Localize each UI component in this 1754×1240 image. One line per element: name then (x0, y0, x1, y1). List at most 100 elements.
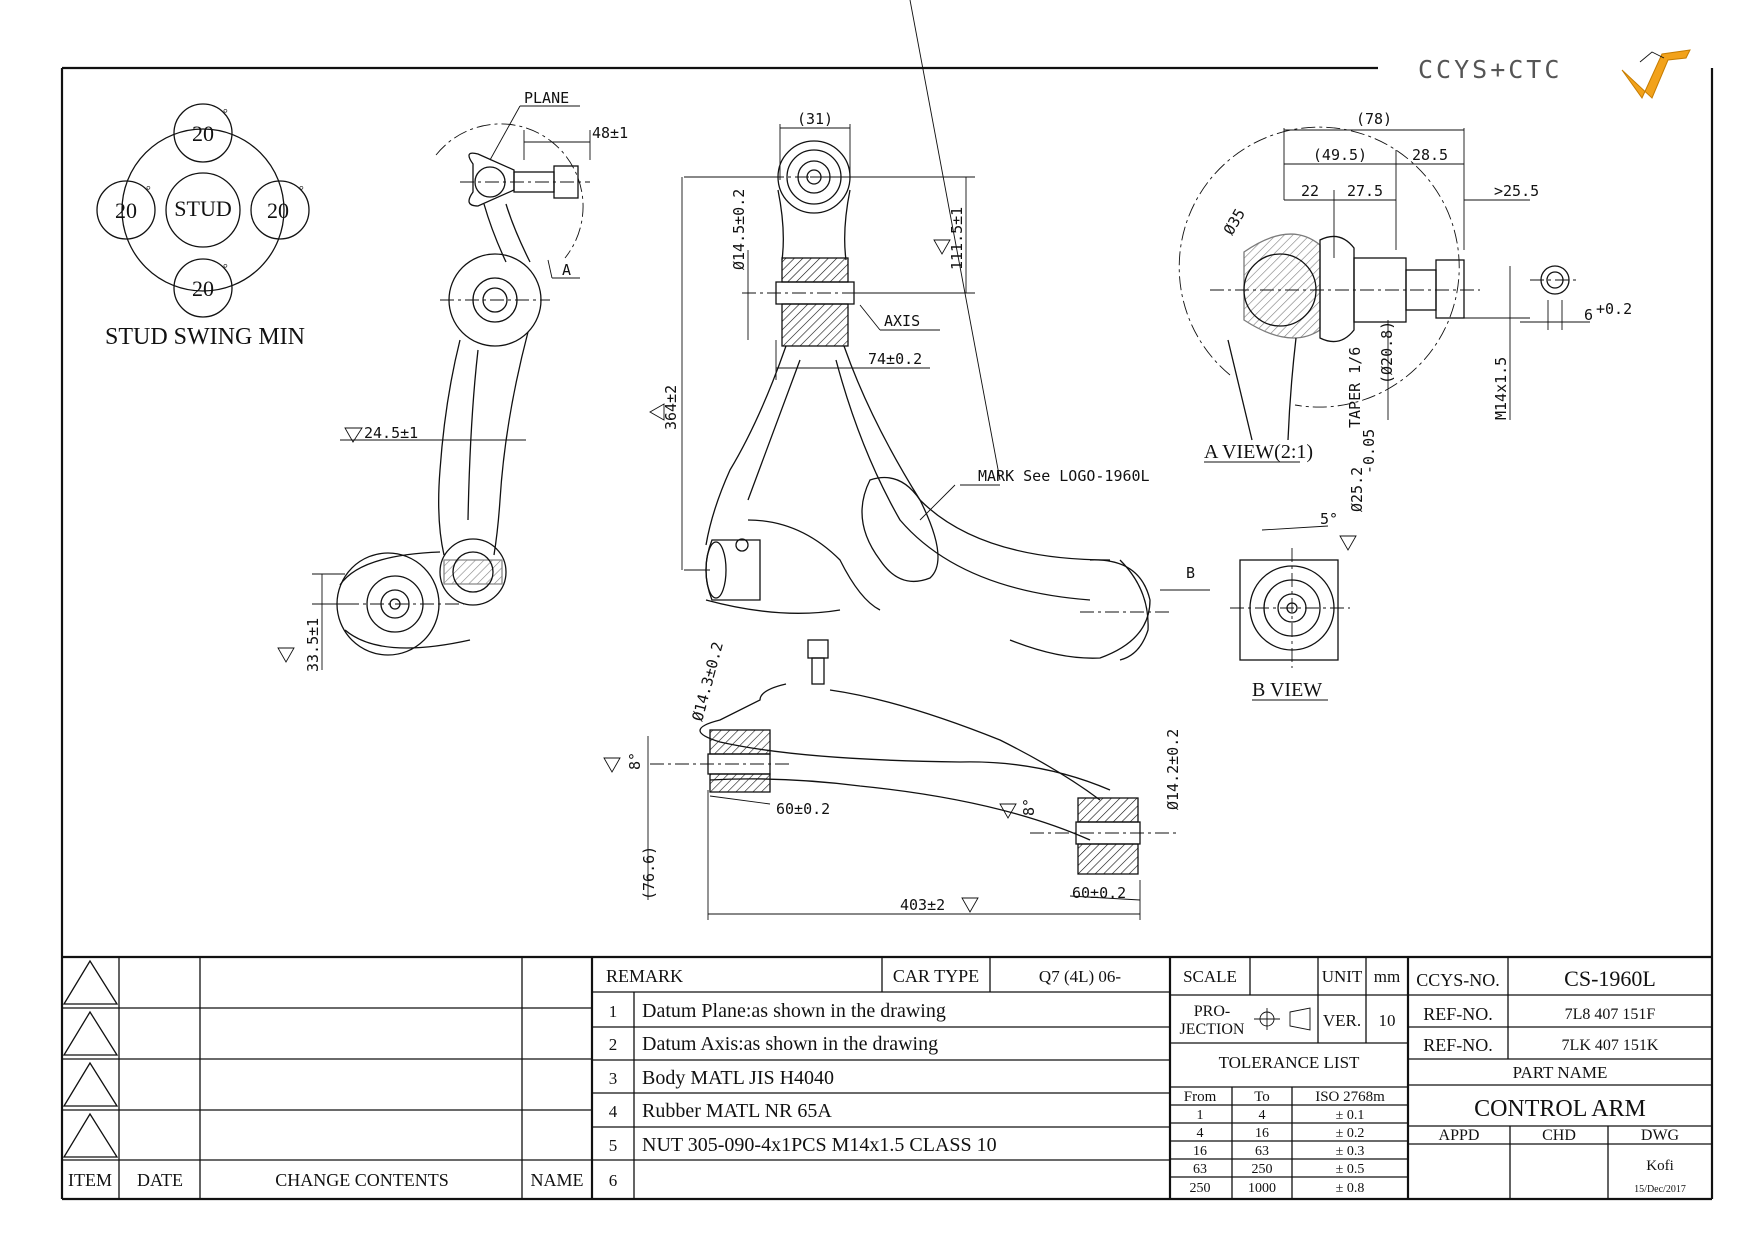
view-a-marker: A (562, 261, 571, 279)
tol-cell: ± 0.8 (1336, 1181, 1365, 1196)
tol-header-from: From (1184, 1089, 1217, 1105)
dim-403: 403±2 (900, 896, 945, 914)
dim-364: 364±2 (662, 385, 680, 430)
drawing-frame (60, 66, 1714, 1201)
dim-25-2: Ø25.2 (1348, 467, 1366, 512)
scale-label: SCALE (1183, 967, 1237, 986)
car-type-label: CAR TYPE (893, 966, 979, 986)
stud-swing-diagram: 20 20 20 20 ° ° ° ° STUD STUD SWING MIN (96, 103, 310, 350)
tolerance-block: SCALE UNIT mm PRO- JECTION VER. 10 TOLER… (1170, 957, 1410, 1199)
remark-text: NUT 305-090-4x1PCS M14x1.5 CLASS 10 (642, 1134, 997, 1156)
tol-header-to: To (1254, 1089, 1270, 1105)
svg-text:+0.2: +0.2 (1596, 300, 1632, 318)
ref-label-2: REF-NO. (1423, 1035, 1493, 1055)
angle-8-left: 8° (626, 752, 644, 770)
svg-text:°: ° (146, 183, 151, 197)
swing-angle-left: 20 (115, 198, 137, 223)
dim-22: 22 (1301, 182, 1319, 200)
dim-20-8: (Ø20.8) (1378, 321, 1396, 384)
axis-label: AXIS (884, 312, 920, 330)
front-view: (31) Ø14.5±0.2 111.5±1 AXIS 74±0.2 364±2… (649, 0, 1210, 661)
dim-25-5: >25.5 (1494, 182, 1539, 200)
dim-74: 74±0.2 (868, 350, 922, 368)
angle-8-right: 8° (1020, 798, 1038, 816)
dim-28-5: 28.5 (1412, 146, 1448, 164)
ccys-value: CS-1960L (1564, 966, 1656, 991)
rev-header-item: ITEM (68, 1170, 112, 1190)
dim-31: (31) (797, 110, 833, 128)
remark-block: REMARK CAR TYPE Q7 (4L) 06- 1 Datum Plan… (62, 955, 1712, 1199)
tol-cell: 16 (1255, 1126, 1269, 1141)
dim-14-2: Ø14.2±0.2 (1164, 729, 1182, 810)
dim-6: 6 (1584, 306, 1593, 324)
dim-60-left: 60±0.2 (776, 800, 830, 818)
tol-cell: 4 (1197, 1126, 1204, 1141)
dim-m14: M14x1.5 (1492, 357, 1510, 420)
svg-text:JECTION: JECTION (1180, 1021, 1245, 1038)
swing-angle-bottom: 20 (192, 276, 214, 301)
remark-no: 2 (609, 1035, 618, 1054)
appd-label: APPD (1439, 1127, 1480, 1144)
remark-text: Datum Axis:as shown in the drawing (642, 1033, 938, 1055)
tol-cell: ± 0.5 (1336, 1162, 1365, 1177)
remark-no: 4 (609, 1102, 618, 1121)
dim-14-5: Ø14.5±0.2 (730, 189, 748, 270)
ref-label-1: REF-NO. (1423, 1004, 1493, 1024)
dim-14-3: Ø14.3±0.2 (688, 640, 726, 723)
plane-label: PLANE (524, 89, 569, 107)
ccys-label: CCYS-NO. (1416, 970, 1500, 990)
dim-78: (78) (1356, 110, 1392, 128)
ref-value-1: 7L8 407 151F (1565, 1006, 1656, 1023)
car-type-value: Q7 (4L) 06- (1039, 967, 1121, 986)
angle-5: 5° (1320, 510, 1338, 528)
dim-111-5: 111.5±1 (948, 207, 966, 270)
unit-label: UNIT (1322, 967, 1363, 986)
projection-symbol-icon (1254, 1007, 1311, 1031)
bottom-view: Ø14.3±0.2 Ø14.2±0.2 8° 8° 60±0.2 60±0.2 … (603, 639, 1182, 920)
a-view-detail: (78) (49.5) 28.5 22 27.5 >25.5 Ø35 TAPER… (1178, 110, 1632, 512)
dim-33-5: 33.5±1 (304, 618, 322, 672)
title-block: CCYS-NO. CS-1960L REF-NO. 7L8 407 151F R… (1408, 957, 1712, 1199)
drawing-date: 15/Dec/2017 (1634, 1184, 1686, 1195)
remark-text: Body MATL JIS H4040 (642, 1067, 834, 1089)
drawer-name: Kofi (1646, 1158, 1674, 1174)
tol-cell: ± 0.1 (1336, 1108, 1365, 1123)
tol-cell: 4 (1259, 1108, 1266, 1123)
dim-27-5: 27.5 (1347, 182, 1383, 200)
b-view-caption: B VIEW (1252, 679, 1322, 701)
tol-cell: 250 (1252, 1162, 1273, 1177)
remark-text: Rubber MATL NR 65A (642, 1100, 832, 1122)
svg-text:°: ° (299, 183, 304, 197)
tol-header-iso: ISO 2768m (1315, 1089, 1385, 1105)
svg-text:°: ° (223, 106, 228, 120)
remark-no: 1 (609, 1002, 618, 1021)
company-logo: CCYS+CTC (1418, 49, 1691, 99)
remark-no: 6 (609, 1171, 618, 1190)
chd-label: CHD (1542, 1127, 1576, 1144)
tol-cell: 1 (1197, 1108, 1204, 1123)
dim-48: 48±1 (592, 124, 628, 142)
rev-header-change-contents: CHANGE CONTENTS (275, 1170, 449, 1190)
svg-text:CCYS+CTC: CCYS+CTC (1418, 55, 1562, 84)
ver-label: VER. (1323, 1011, 1361, 1030)
rev-header-name: NAME (531, 1170, 584, 1190)
remark-no: 3 (609, 1069, 618, 1088)
ref-value-2: 7LK 407 151K (1562, 1037, 1659, 1054)
dim-49-5: (49.5) (1313, 146, 1367, 164)
dim-60-right: 60±0.2 (1072, 884, 1126, 902)
swing-angle-right: 20 (267, 198, 289, 223)
view-b-marker: B (1186, 564, 1195, 582)
remark-title: REMARK (606, 966, 683, 986)
projection-label: PRO- (1194, 1003, 1230, 1020)
tol-cell: ± 0.3 (1336, 1144, 1365, 1159)
tol-cell: 63 (1255, 1144, 1269, 1159)
tol-cell: ± 0.2 (1336, 1126, 1365, 1141)
dwg-label: DWG (1641, 1127, 1680, 1144)
part-name-label: PART NAME (1513, 1063, 1608, 1082)
dim-35: Ø35 (1220, 206, 1249, 238)
mark-label: MARK See LOGO-1960L (978, 467, 1150, 485)
stud-swing-caption: STUD SWING MIN (105, 324, 305, 350)
tol-cell: 16 (1193, 1144, 1207, 1159)
unit-value: mm (1374, 967, 1400, 986)
tol-cell: 250 (1190, 1181, 1211, 1196)
